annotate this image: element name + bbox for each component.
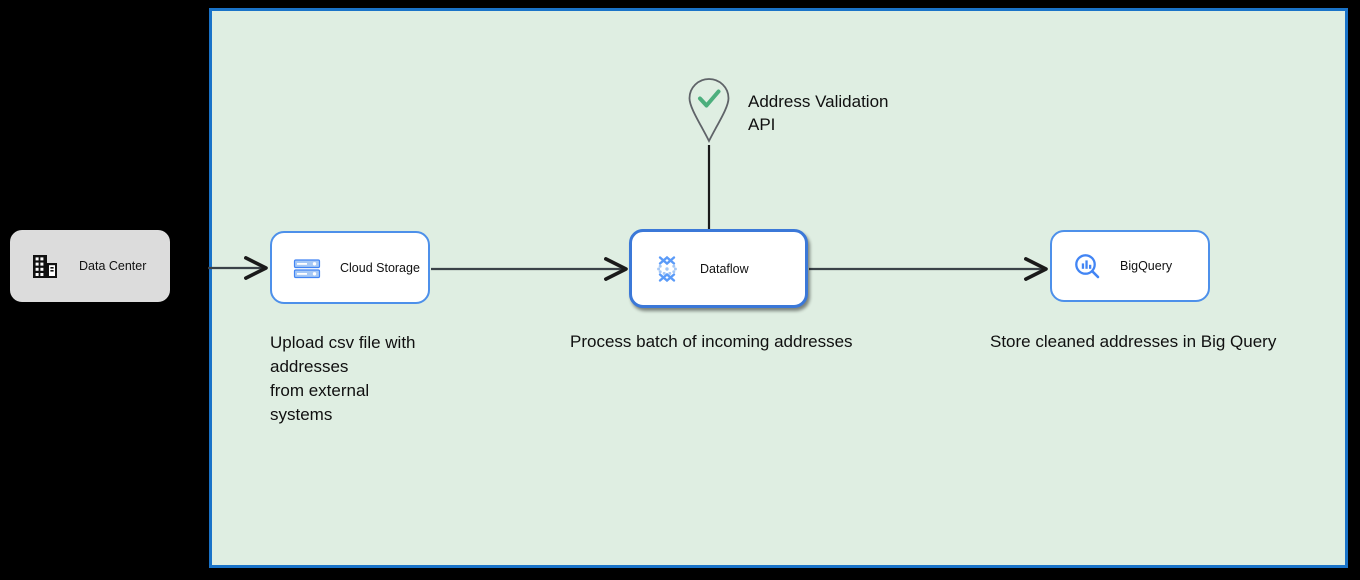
address-validation-api-label: Address Validation API — [748, 92, 889, 134]
node-bigquery[interactable]: BigQuery — [1050, 230, 1210, 302]
cloud-storage-icon — [284, 253, 330, 283]
caption-store-cleaned: Store cleaned addresses in Big Query — [990, 332, 1277, 351]
bigquery-label: BigQuery — [1120, 259, 1173, 273]
map-pin-check-icon[interactable] — [684, 74, 734, 146]
node-cloud-storage[interactable]: Cloud Storage — [270, 231, 430, 304]
dataflow-label: Dataflow — [700, 261, 749, 276]
cloud-storage-label: Cloud Storage — [340, 260, 420, 275]
data-center-label: Data Center — [79, 259, 147, 273]
bigquery-icon — [1064, 251, 1110, 281]
node-data-center[interactable]: Data Center — [10, 230, 170, 302]
data-center-building-icon — [25, 252, 65, 280]
node-dataflow[interactable]: Dataflow — [629, 229, 808, 308]
dataflow-icon — [644, 253, 690, 285]
caption-upload-csv: Upload csv file with addresses from exte… — [270, 333, 416, 424]
caption-process-batch: Process batch of incoming addresses — [570, 332, 853, 351]
